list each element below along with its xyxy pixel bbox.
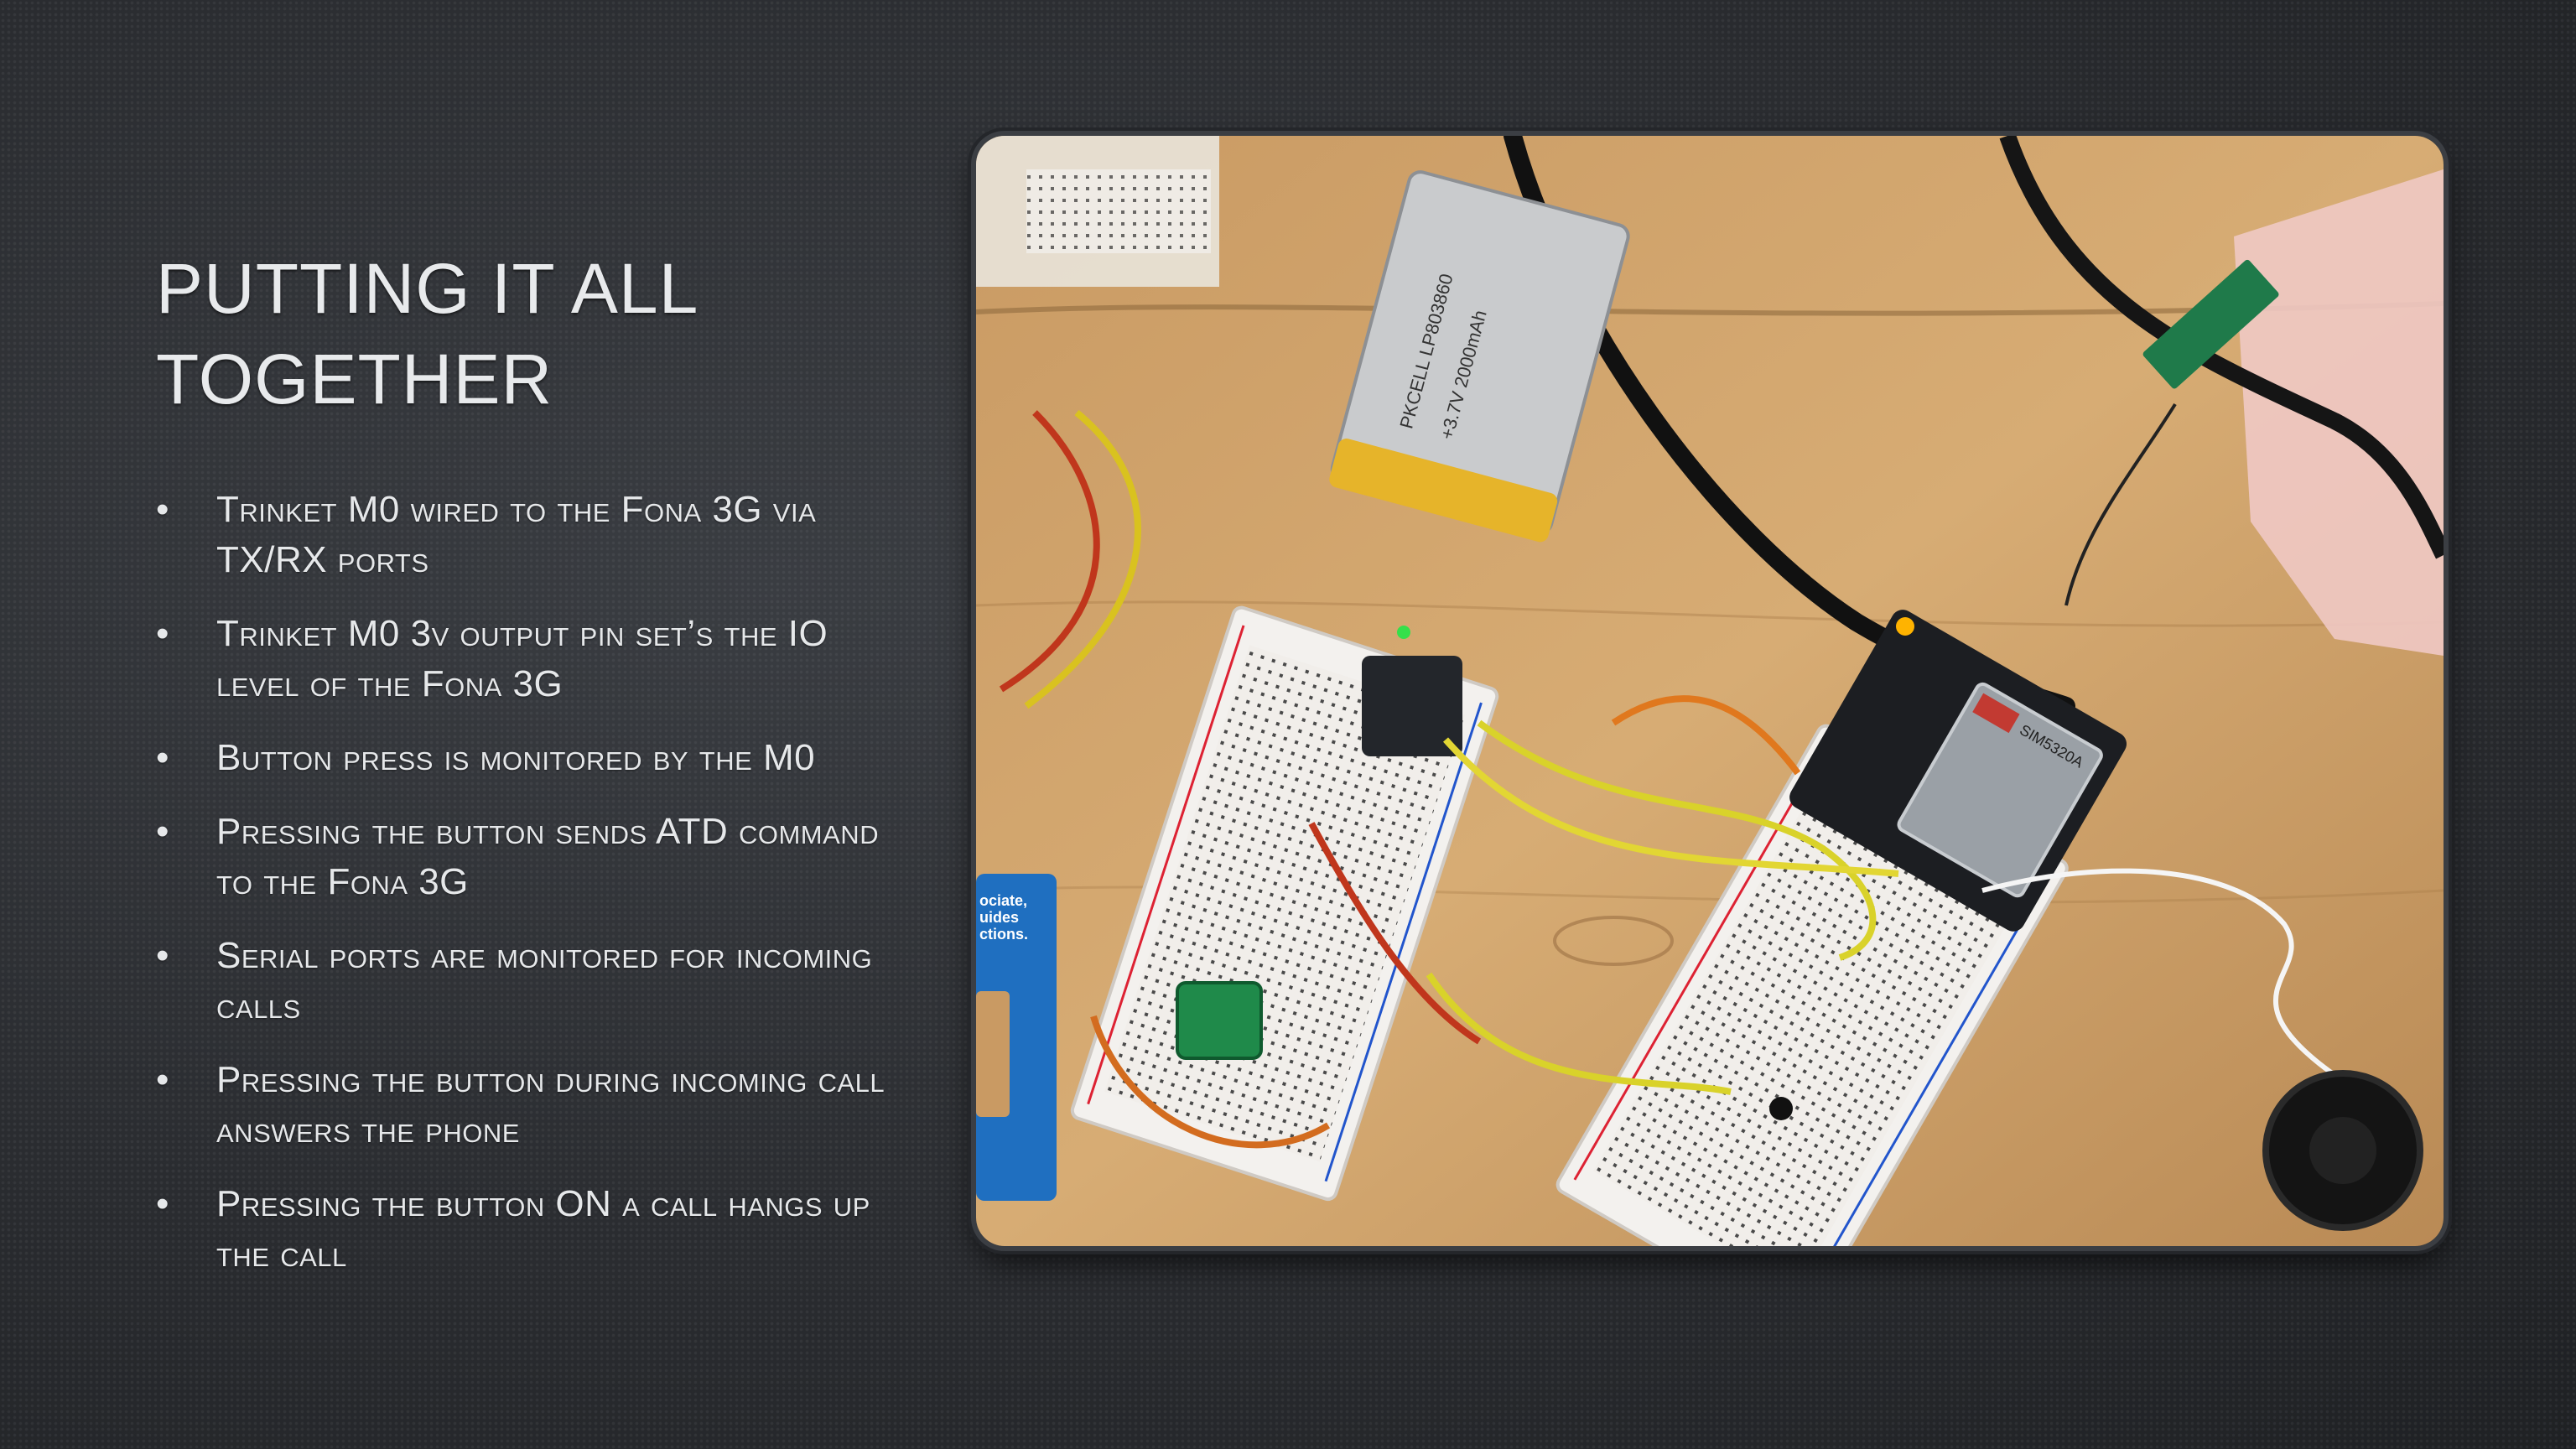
jumper-wire-red <box>1308 822 1482 1045</box>
slide-title-line2: together <box>156 340 553 418</box>
lipo-battery: PKCELL LP803860 +3.7V 2000mAh <box>1329 170 1630 543</box>
fona-3g-board: SIM5320A <box>1789 610 2127 932</box>
slide-title-line1: Putting it all <box>156 249 699 328</box>
card-text: ctions. <box>979 926 1028 943</box>
slide-title: Putting it all together <box>156 243 911 424</box>
bullet-item: • Serial ports are monitored for incoming… <box>156 931 911 1031</box>
trinket-led <box>1397 626 1410 639</box>
bullet-text: Button press is monitored by the M0 <box>216 737 816 778</box>
speaker-center <box>2309 1117 2376 1184</box>
microphone <box>1769 1097 1793 1120</box>
trinket-m0-board <box>1362 656 1462 756</box>
speaker-wire <box>1981 868 2336 1078</box>
jumper-wire-yellow <box>1442 737 1899 877</box>
green-pushbutton <box>1176 981 1263 1060</box>
bullet-text: Pressing the button ON a call hangs up t… <box>216 1183 870 1275</box>
card-text: ociate, <box>979 892 1027 909</box>
jumper-wire-orange <box>1090 1015 1331 1149</box>
antenna <box>2142 259 2279 389</box>
bullet-text: Trinket M0 wired to the Fona 3G via TX/R… <box>216 489 817 580</box>
bullet-list: • Trinket M0 wired to the Fona 3G via TX/… <box>156 485 911 1303</box>
bullet-icon: • <box>156 1059 169 1100</box>
bullet-item: • Trinket M0 wired to the Fona 3G via TX/… <box>156 485 911 585</box>
bullet-text: Trinket M0 3v output pin set’s the IO le… <box>216 613 828 704</box>
wood-knot <box>1553 916 1674 966</box>
circuit-photo: PKCELL LP803860 +3.7V 2000mAh <box>976 136 2444 1246</box>
bullet-item: • Trinket M0 3v output pin set’s the IO l… <box>156 609 911 709</box>
bullet-icon: • <box>156 489 169 530</box>
bullet-text: Pressing the button during incoming call… <box>216 1059 886 1150</box>
bullet-item: • Pressing the button during incoming cal… <box>156 1055 911 1156</box>
perfboard-grid <box>1026 169 1211 253</box>
bullet-text: Pressing the button sends ATD command to… <box>216 811 880 902</box>
wood-grain <box>976 600 2444 627</box>
red-wire <box>999 410 1100 693</box>
bullet-icon: • <box>156 613 169 654</box>
pink-foam <box>2234 169 2444 656</box>
circuit-photo-illustration: PKCELL LP803860 +3.7V 2000mAh <box>976 136 2444 1246</box>
bullet-text: Serial ports are monitored for incoming … <box>216 935 873 1026</box>
bullet-item: • Pressing the button sends ATD command t… <box>156 807 911 907</box>
bullet-item: • Pressing the button ON a call hangs up … <box>156 1179 911 1280</box>
jumper-wire-yellow <box>1477 719 1877 961</box>
jumper-wire-orange <box>1611 695 1801 776</box>
bullet-icon: • <box>156 737 169 778</box>
bullet-icon: • <box>156 1183 169 1224</box>
jumper-wire-yellow <box>1426 972 1732 1095</box>
bullet-icon: • <box>156 811 169 852</box>
bullet-item: • Button press is monitored by the M0 <box>156 733 911 783</box>
antenna-cable <box>2064 402 2177 606</box>
card-text: uides <box>979 909 1019 926</box>
black-cable <box>1999 136 2444 559</box>
bullet-icon: • <box>156 935 169 976</box>
fona-charge-led <box>1896 617 1914 636</box>
blue-card: ociate, uides ctions. <box>976 874 1057 1201</box>
yellow-wire <box>1024 409 1141 709</box>
